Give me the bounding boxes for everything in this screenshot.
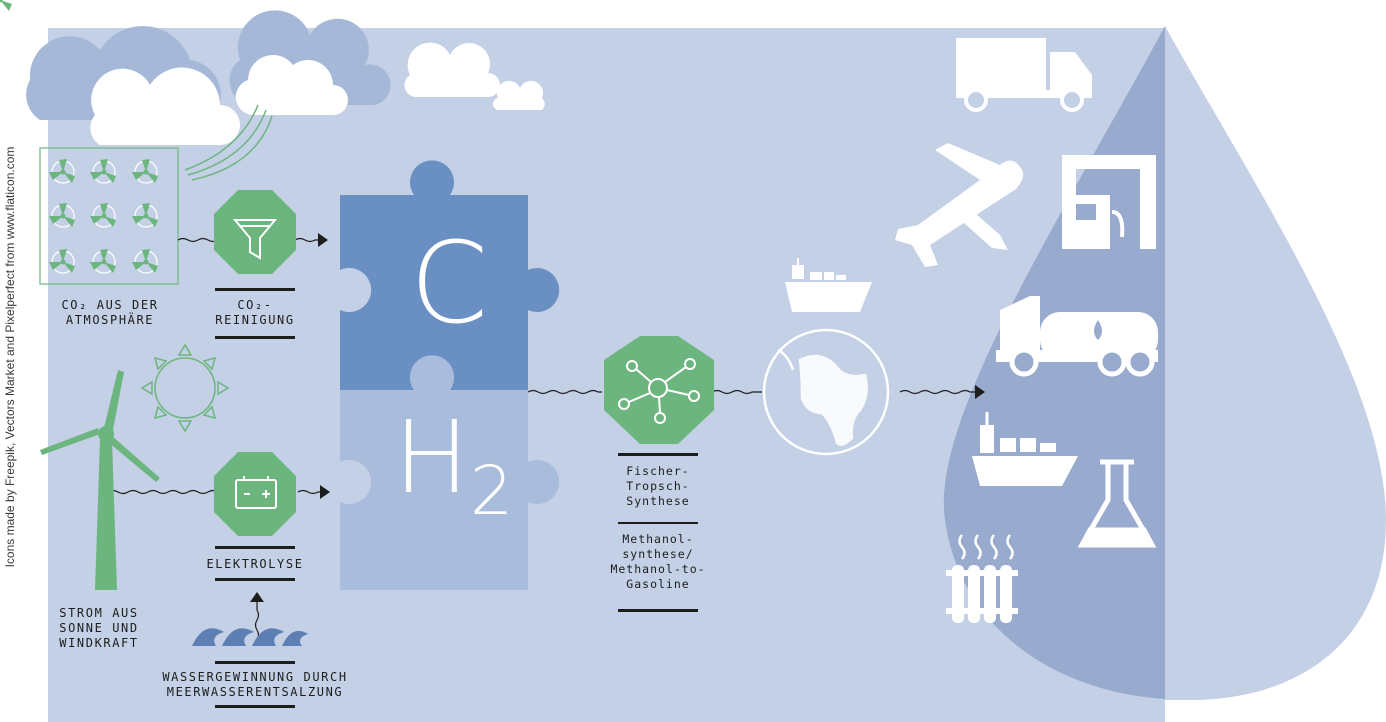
puzzle-letter-h: H [394, 399, 470, 516]
cloud-icon [26, 10, 545, 145]
waves-icon [192, 628, 308, 646]
desalination-bottom-rule [215, 705, 295, 708]
truck-icon [956, 38, 1092, 112]
globe-icon [762, 328, 890, 456]
co2-cleaning-node [214, 190, 296, 274]
puzzle-subscript-2: 2 [470, 452, 514, 531]
filter-icon [232, 219, 278, 260]
wind-turbine-icon [40, 370, 160, 590]
puzzle-letter-c: C [410, 219, 489, 349]
fuel-station-icon [1062, 155, 1156, 249]
cargo-ship-icon [972, 412, 1078, 486]
synthesis-top-rule [618, 453, 698, 456]
tanker-truck-icon [996, 296, 1158, 377]
sun-icon [140, 343, 230, 433]
puzzle-piece-c [340, 160, 560, 390]
co2-cleaning-bottom-rule [215, 336, 295, 339]
methanol-label: Methanol-synthese/Methanol-to-Gasoline [610, 532, 706, 591]
radiator-icon [946, 534, 1018, 623]
electrolysis-label: ELEKTROLYSE [206, 557, 304, 571]
synthesis-node [604, 336, 714, 444]
network-icon [618, 358, 700, 424]
drop-outer-light [1165, 26, 1386, 700]
puzzle-piece-h2 [340, 355, 560, 590]
electrolysis-top-rule [215, 546, 295, 549]
electrolysis-bottom-rule [215, 578, 295, 581]
cargo-ship-icon [785, 258, 872, 312]
airplane-icon [895, 143, 1024, 267]
wind-icon [184, 104, 273, 181]
co2-cleaning-top-rule [215, 288, 295, 291]
co2-cleaning-label: CO₂-REINIGUNG [215, 298, 295, 327]
process-connectors [107, 233, 985, 641]
flask-icon [1077, 459, 1157, 548]
desalination-top-rule [215, 661, 295, 664]
battery-icon [235, 476, 277, 509]
electrolysis-node [214, 452, 296, 536]
fischer-tropsch-label: Fischer-Tropsch-Synthese [626, 464, 690, 508]
icon-credit-text: Icons made by Freepik, Vectors Market an… [3, 146, 17, 568]
fan-grid-icon [0, 0, 179, 285]
synthesis-divider [618, 522, 698, 524]
synthesis-bottom-rule [618, 609, 698, 612]
